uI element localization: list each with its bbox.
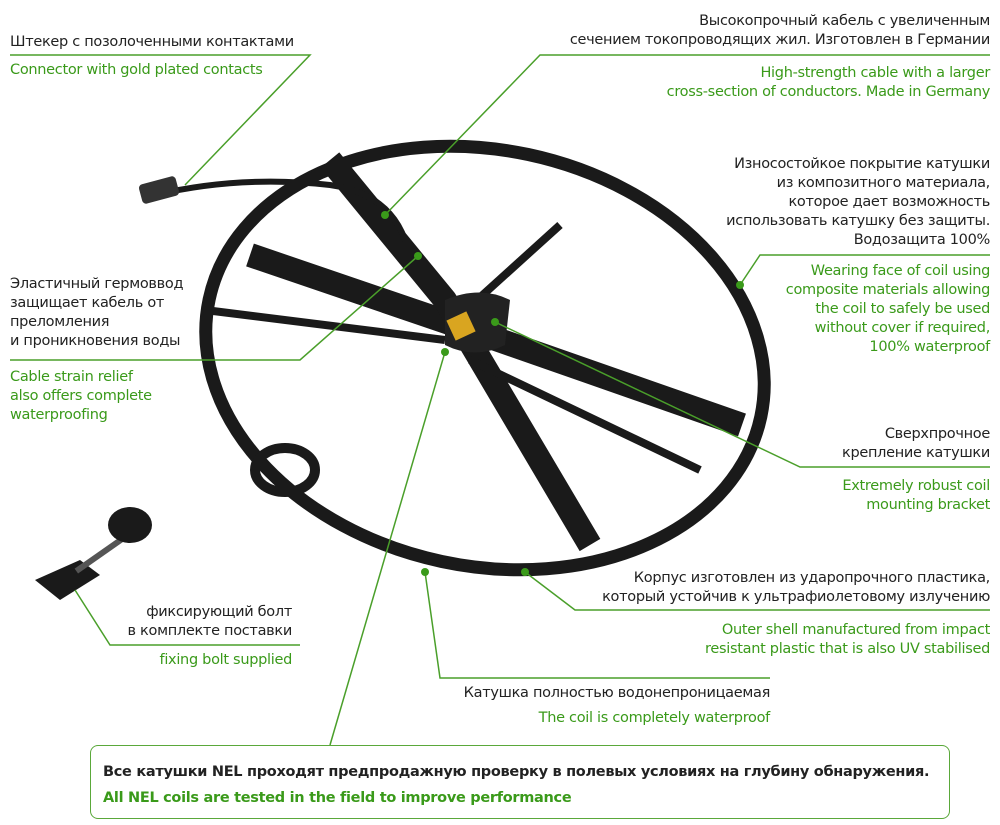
cable <box>154 178 413 261</box>
shell-label-ru: Корпус изготовлен из ударопрочного пласт… <box>602 570 990 605</box>
search-coil <box>199 139 771 577</box>
footer-note: Все катушки NEL проходят предпродажную п… <box>90 745 950 819</box>
bracket <box>445 292 510 353</box>
connector <box>138 176 180 204</box>
bolt-label-en: fixing bolt supplied <box>159 652 293 668</box>
leader-dots <box>381 211 744 576</box>
logo-badge <box>446 311 476 341</box>
waterproof-label-ru: Катушка полностью водонепроницаемая <box>463 685 771 701</box>
footer-en: All NEL coils are tested in the field to… <box>103 790 572 806</box>
leader-lines <box>10 54 990 746</box>
waterproof-label-en: The coil is completely waterproof <box>538 710 771 726</box>
footer-ru: Все катушки NEL проходят предпродажную п… <box>103 764 930 780</box>
connector-label-en: Connector with gold plated contacts <box>10 62 263 78</box>
connector-label-ru: Штекер с позолоченными контактами <box>10 34 294 50</box>
fixing-bolt <box>35 507 152 600</box>
